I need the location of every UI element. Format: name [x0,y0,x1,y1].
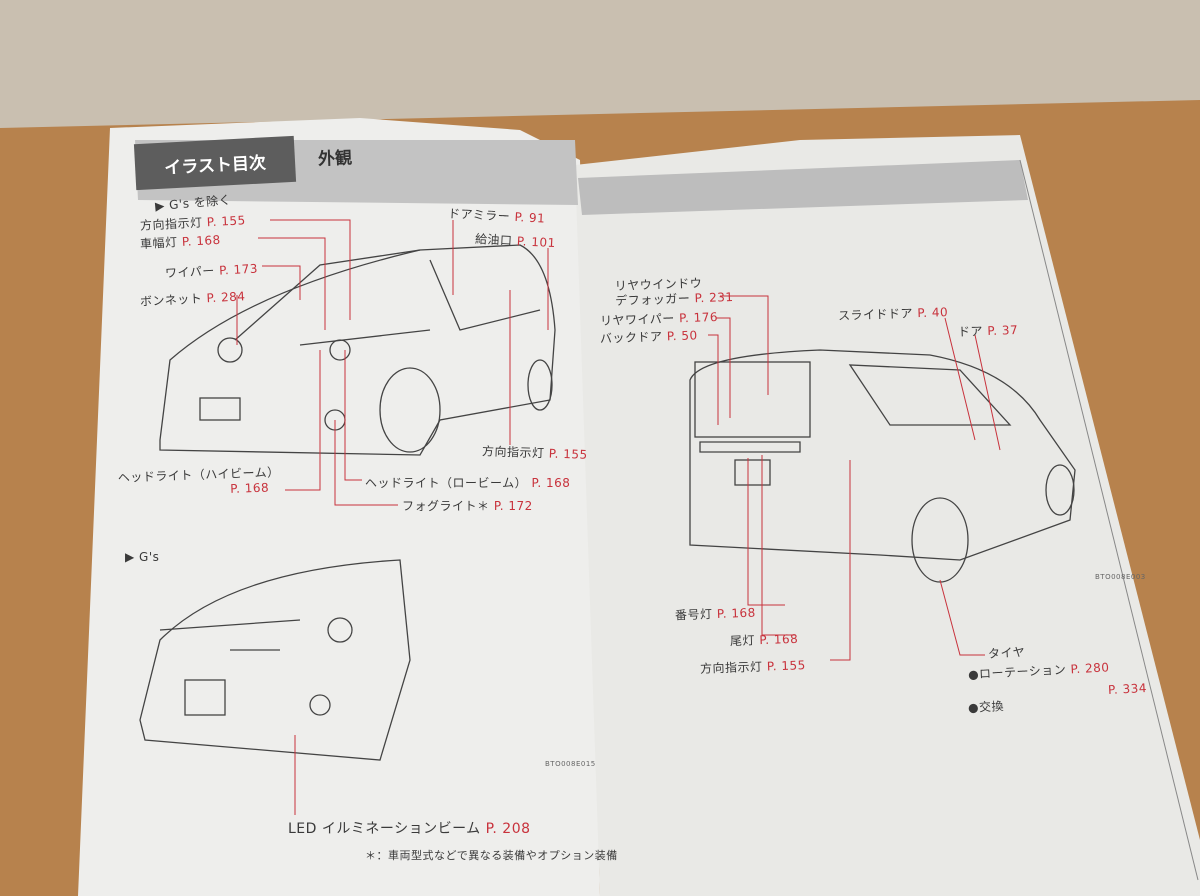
page-ref: P. 168 [531,476,571,490]
page-ref: P. 231 [694,289,734,306]
label-name: リヤワイパー [599,311,676,329]
figure-code: BTO008E015 [545,760,596,768]
right-page [575,135,1200,896]
page-ref: P. 334 [1107,680,1148,698]
label-name: デフォッガー [615,291,691,309]
label-name: 方向指示灯 [481,444,545,461]
van-front-illustration [159,244,556,456]
page-ref: P. 37 [987,322,1019,339]
label-name: ドア [957,324,984,340]
page-ref: P. 40 [917,305,949,321]
label: バックドア P. 50 [600,326,698,346]
page-ref: P. 173 [218,261,259,278]
label-name: リヤウインドウ [614,276,703,294]
page-ref: P. 155 [766,658,806,674]
label: 方向指示灯 P. 155 [482,442,588,463]
label: LED イルミネーションビーム P. 208 [288,818,531,838]
page-ref: P. 91 [514,209,546,226]
tire-label: タイヤ [987,645,1026,661]
page-ref: P. 176 [678,309,719,326]
label-name: フォグライト＊ [402,499,490,513]
label: ヘッドライト（ロービーム） P. 168 [365,474,570,491]
label-name: ドアミラー [447,206,511,224]
page-ref: P. 168 [759,631,799,648]
label-name: LED イルミネーションビーム [288,821,481,837]
label-name: ●交換 [967,699,1005,715]
van-gs-illustration [139,559,411,761]
van-rear-illustration [689,349,1076,583]
page-ref: P. 101 [516,234,557,251]
left-page [78,118,600,896]
label-name: 車幅灯 [139,235,178,252]
label-name: 給油口 [474,231,513,248]
section-heading: ▶ G's [125,550,160,564]
label-name: 尾灯 [729,633,756,649]
label-name: 方向指示灯 [139,215,203,233]
label-name: ヘッドライト（ロービーム） [365,476,528,490]
label: ドア P. 37 [958,321,1019,340]
label-name: 番号灯 [674,607,713,623]
label: リヤウインドウデフォッガー P. 231 [615,275,734,309]
page-ref: P. 172 [493,499,533,513]
page-ref: P. 284 [206,289,246,306]
page-title: 外観 [317,148,353,170]
page-ref: P. 155 [548,446,588,462]
page-ref: P. 155 [206,213,247,230]
label: フォグライト＊ P. 172 [402,497,533,514]
page-ref: P. 50 [666,328,698,344]
label: 番号灯 P. 168 [675,604,756,624]
label: 尾灯 P. 168 [730,630,799,649]
leader-lines [236,219,1001,815]
label-name: バックドア [599,329,663,346]
label-name: ワイパー [164,263,216,281]
page-border-line [1019,159,1199,881]
label-name: 方向指示灯 [699,659,763,676]
label: ヘッドライト（ハイビーム）P. 168 [118,463,281,500]
page-ref: P. 280 [1070,660,1110,677]
page-ref: P. 168 [181,232,222,249]
page-ref: P. 208 [485,821,531,837]
right-header-band [578,160,1028,215]
figure-code: BTO008E003 [1095,573,1146,581]
label-name: スライドドア [837,306,914,323]
label-name: ボンネット [139,291,203,309]
footnote: ＊：車両型式などで異なる装備やオプション装備 [365,849,618,862]
page-ref: P. 168 [716,605,756,621]
header-tab: イラスト目次 [133,135,297,191]
